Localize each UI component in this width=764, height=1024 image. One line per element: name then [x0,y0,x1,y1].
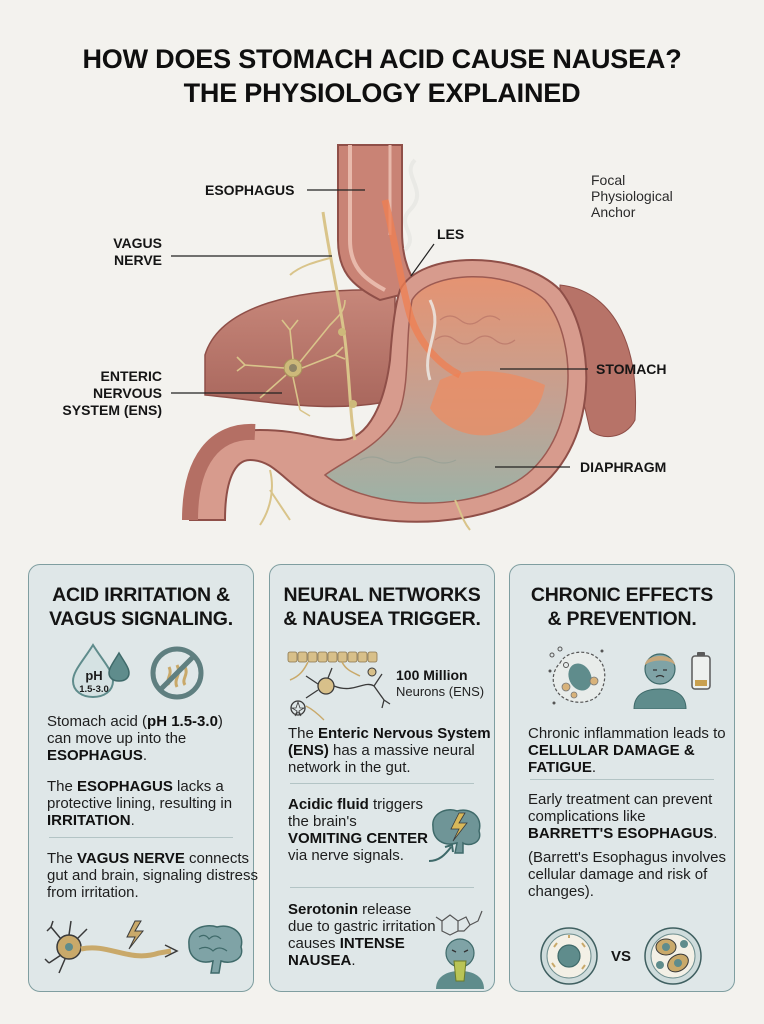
label-ens-line-1: ENTERIC [100,368,162,384]
divider [49,837,233,838]
label-enteric-nervous-system: ENTERIC NERVOUS SYSTEM (ENS) [50,368,162,419]
neural-network-icon [287,651,391,721]
card-title: CHRONIC EFFECTS & PREVENTION. [510,583,734,631]
acid-drop-icon [71,643,130,699]
card-paragraph: Stomach acid (pH 1.5-3.0) can move up in… [47,713,223,764]
label-ens-line-2: NERVOUS [93,385,162,401]
ph-range: 1.5-3.0 [79,684,109,695]
neuron-count: 100 Million [396,667,468,683]
card-title-line-2: VAGUS SIGNALING. [49,608,233,630]
stomach-anatomy-diagram: ESOPHAGUS VAGUS NERVE ENTERIC NERVOUS SY… [0,140,764,540]
card-paragraph: Early treatment can prevent complication… [528,791,718,842]
healthy-cell-icon [540,927,598,985]
neuron-icon [44,920,88,974]
nauseous-person-icon [436,938,484,989]
focal-anchor-note: Focal Physiological Anchor [591,172,673,220]
title-line-2: THE PHYSIOLOGY EXPLAINED [183,78,581,108]
serotonin-molecule-icon [435,910,483,936]
card-acid-irritation: ACID IRRITATION & VAGUS SIGNALING. pH 1.… [28,564,258,992]
tired-person-icon [633,653,687,709]
card-paragraph: Serotonin release due to gastric irritat… [288,901,436,969]
anchor-note-line-1: Focal [591,172,626,188]
title-line-1: HOW DOES STOMACH ACID CAUSE NAUSEA? [82,44,682,74]
abnormal-cell-icon [644,927,702,985]
vs-label: VS [611,948,632,965]
neuron-to-brain-icon [44,920,243,974]
low-battery-icon [691,652,711,690]
divider [290,887,474,888]
card-paragraph: Chronic inflammation leads to CELLULAR D… [528,725,726,776]
page-title: HOW DOES STOMACH ACID CAUSE NAUSEA? THE … [0,42,764,110]
lightning-icon [126,920,145,950]
ph-label: pH [85,668,103,683]
card-paragraph: Acidic fluid triggers the brain's VOMITI… [288,796,429,864]
label-vagus-line-2: NERVE [114,252,162,268]
brain-icon [188,925,243,974]
card-title: ACID IRRITATION & VAGUS SIGNALING. [29,583,253,631]
label-vagus-nerve: VAGUS NERVE [104,235,162,269]
anchor-note-line-3: Anchor [591,204,636,220]
card-title-line-2: & NAUSEA TRIGGER. [283,608,481,630]
divider [530,779,714,780]
stomach-illustration [171,144,637,531]
card-paragraph: The ESOPHAGUS lacks a protective lining,… [47,778,233,829]
card-paragraph: (Barrett's Esophagus involves cellular d… [528,849,726,900]
divider [290,783,474,784]
card-title-line-1: NEURAL NETWORKS [283,584,481,606]
card-title-line-2: & PREVENTION. [547,608,697,630]
label-stomach: STOMACH [596,361,667,377]
anchor-note-line-2: Physiological [591,188,673,204]
brain-lightning-icon [428,809,481,862]
label-esophagus: ESOPHAGUS [205,182,295,198]
neuron-count-label: Neurons (ENS) [396,684,485,699]
card-chronic-effects: CHRONIC EFFECTS & PREVENTION. Chronic in… [509,564,735,992]
damaged-cell-icon [548,646,606,705]
card-title-line-1: CHRONIC EFFECTS [530,584,714,606]
card-title: NEURAL NETWORKS & NAUSEA TRIGGER. [270,583,494,631]
label-diaphragm: DIAPHRAGM [580,459,667,475]
card-title-line-1: ACID IRRITATION & [52,584,230,606]
card-paragraph: The Enteric Nervous System (ENS) has a m… [288,725,491,776]
card-neural-networks: NEURAL NETWORKS & NAUSEA TRIGGER. 100 Mi… [269,564,495,992]
label-ens-line-3: SYSTEM (ENS) [62,402,162,418]
no-burning-icon [150,646,204,700]
card-paragraph: The VAGUS NERVE connects gut and brain, … [47,850,258,901]
label-les: LES [437,226,465,242]
label-vagus-line-1: VAGUS [113,235,162,251]
